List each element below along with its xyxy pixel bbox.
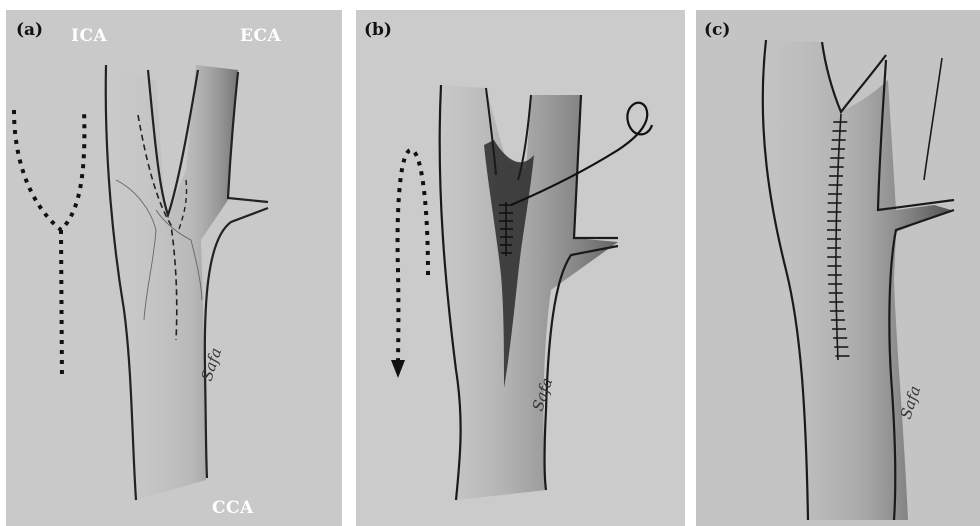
eca-label: ECA	[240, 26, 281, 46]
vessel-shading	[106, 65, 238, 500]
y-diagram-branches	[14, 110, 84, 230]
panel-b-drawing: Safa	[356, 10, 685, 526]
vessel-shading	[440, 85, 618, 500]
panel-c-drawing: Safa	[696, 10, 980, 526]
direction-arrow-line	[398, 150, 428, 365]
arrow-head-icon	[391, 360, 405, 378]
eca-right-wall	[574, 95, 618, 238]
signature: Safa	[897, 384, 925, 422]
y-diagram-stem	[61, 230, 62, 380]
cca-right-wall	[205, 208, 268, 478]
panel-label-a: (a)	[16, 20, 43, 40]
eca-shade-edge	[924, 58, 942, 180]
panel-c: Safa (c)	[696, 10, 980, 526]
panel-a: Safa (a) ICA ECA CCA	[6, 10, 342, 526]
panel-label-b: (b)	[364, 20, 392, 40]
cca-label: CCA	[212, 498, 254, 518]
vessel-shading	[763, 40, 951, 520]
ica-label: ICA	[71, 26, 107, 46]
panel-a-drawing: Safa	[6, 10, 342, 526]
panel-label-c: (c)	[704, 20, 730, 40]
panel-b: Safa (b)	[356, 10, 685, 526]
